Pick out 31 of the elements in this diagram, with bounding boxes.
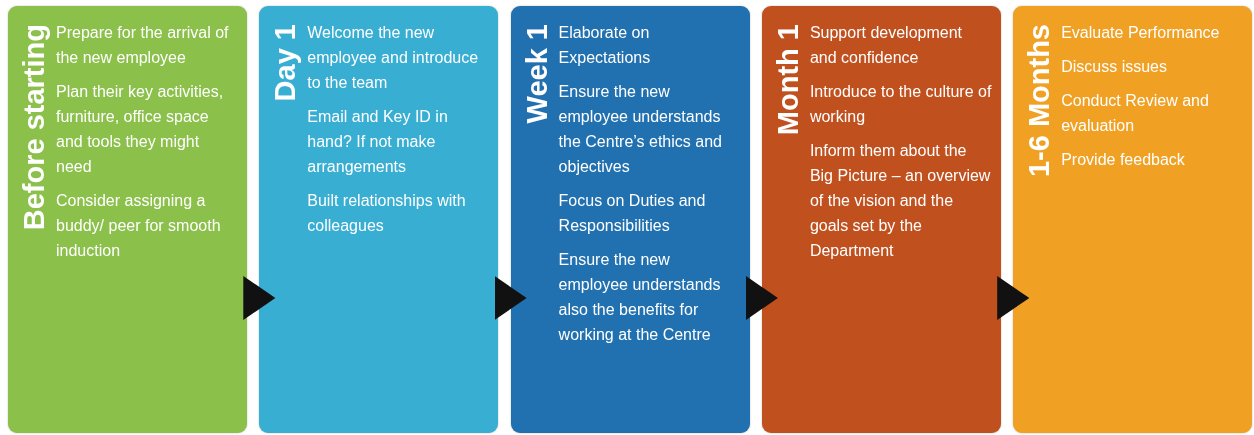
arrow [997,276,1030,320]
step-text: Welcome the new employee and introduce to the team [307,23,480,93]
arrow [494,276,527,320]
step-text: Conduct Review and evaluation [1061,91,1210,136]
step-text: Email and Key ID in hand? If not make arrangements [307,107,449,177]
step-text: Ensure the new employee understands the Centre’s ethics and objectives [558,82,723,177]
stage-heading: Week 1 [519,24,554,124]
step-text: Provide feedback [1061,150,1186,170]
arrow [243,276,276,320]
step-text: Focus on Duties and Responsibilities [558,191,707,236]
stage-heading: Day 1 [268,24,303,102]
step-text: Discuss issues [1061,57,1168,77]
step-text: Elaborate on Expectations [558,23,652,68]
stage-panel [510,6,750,433]
stage-panel [1013,6,1253,433]
stage-heading: Month 1 [770,24,805,136]
stage-heading: Before starting [17,24,51,231]
step-text: Introduce to the culture of working [809,82,993,127]
step-text: Built relationships with colleagues [307,191,467,236]
step-text: Support development and confidence [809,23,963,68]
step-text: Plan their key activities, furniture, office space and tools they might need [56,82,225,177]
step-text: Evaluate Performance [1061,23,1221,43]
step-text: Ensure the new employee understands also the benefits for working at the Centre [558,250,722,345]
step-text: Consider assigning a buddy/ peer for smooth induction [56,191,222,261]
stage-panel [761,6,1001,433]
stage-panel [259,6,499,433]
arrow [745,276,778,320]
step-text: Inform them about the Big Picture – an overview of the vision and the goals set by the Department [809,141,992,261]
stage-panel [8,6,247,433]
step-text: Prepare for the arrival of the new employee [56,23,230,68]
stage-heading: 1-6 Months [1022,24,1057,178]
